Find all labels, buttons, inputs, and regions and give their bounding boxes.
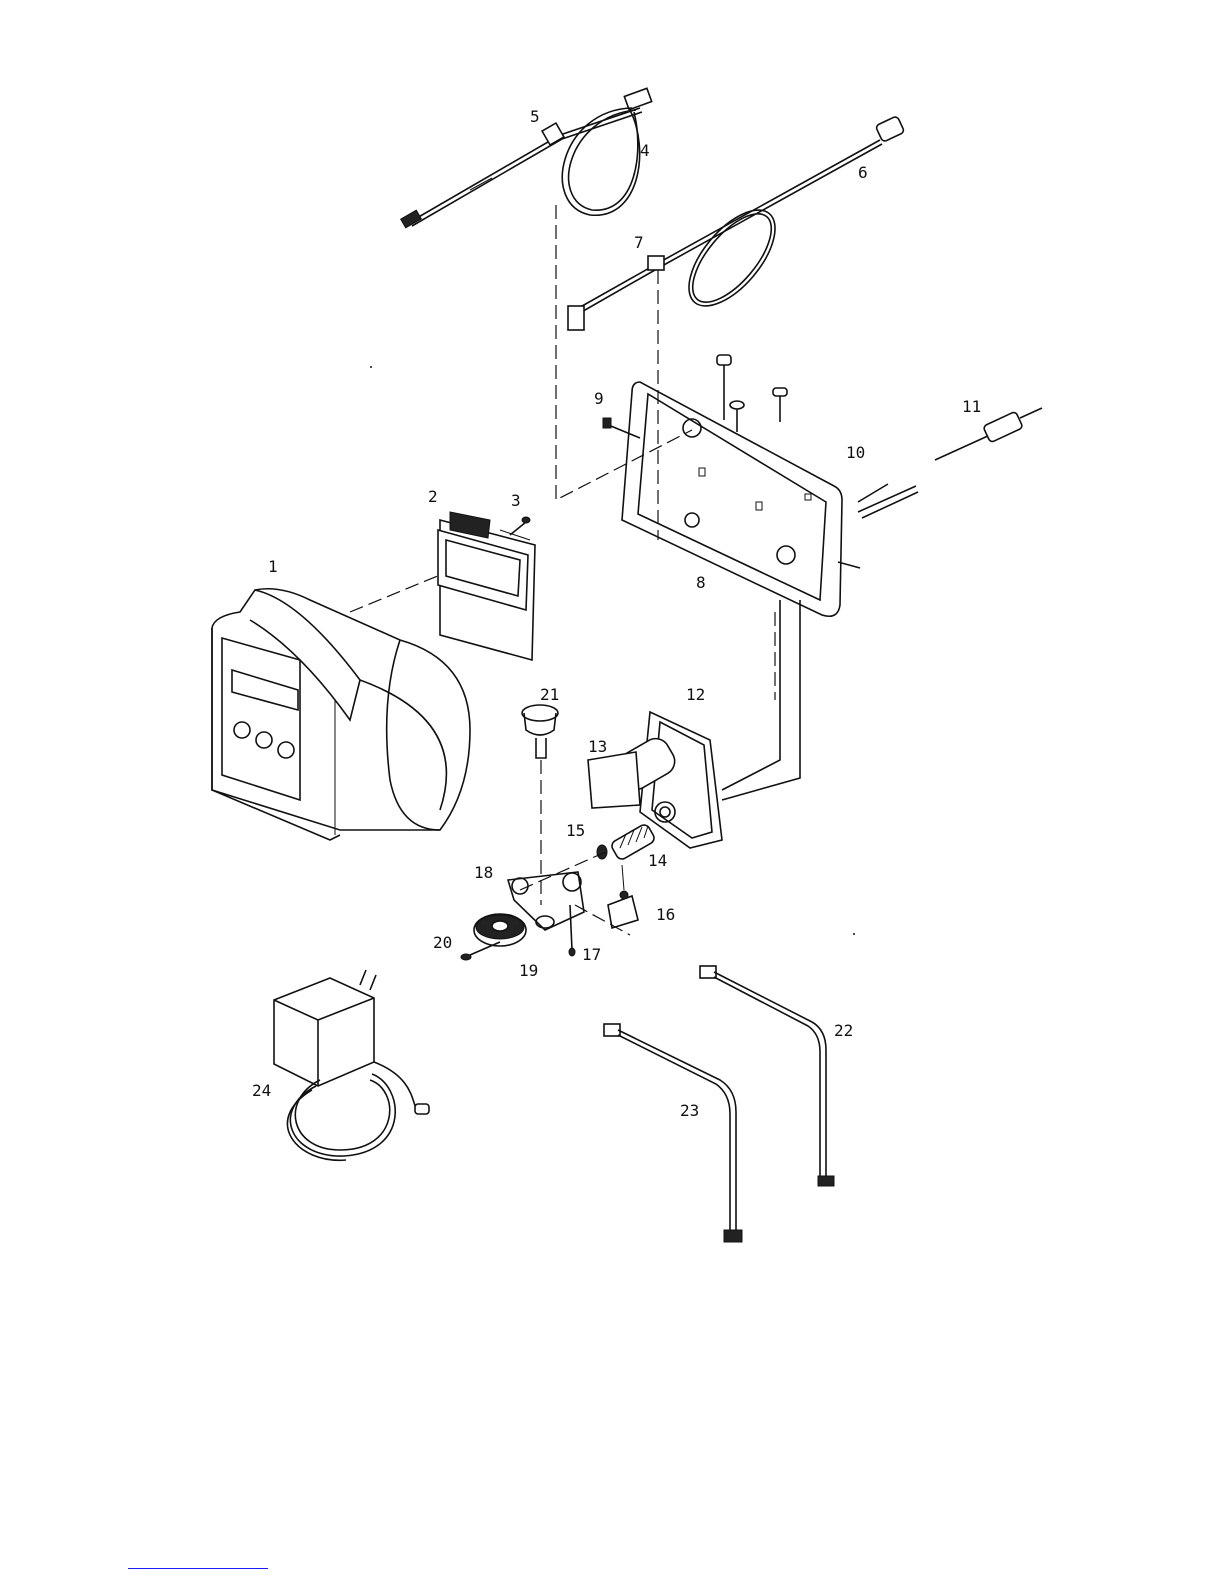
callout-2: 2	[428, 487, 438, 506]
callout-4: 4	[640, 141, 650, 160]
callout-13: 13	[588, 737, 607, 756]
callout-8: 8	[696, 573, 706, 592]
callout-14: 14	[648, 851, 667, 870]
part-19-drive-gear	[461, 914, 526, 960]
callout-1: 1	[268, 557, 278, 576]
part-10-back-plate	[622, 355, 918, 616]
callout-24: 24	[252, 1081, 271, 1100]
callout-7: 7	[634, 233, 644, 252]
callout-11: 11	[962, 397, 981, 416]
callout-18: 18	[474, 863, 493, 882]
callout-9: 9	[594, 389, 604, 408]
part-16-switch	[608, 865, 638, 928]
part-4-5-cable	[401, 88, 652, 228]
part-18-bracket	[508, 872, 584, 956]
part-24-transformer	[274, 970, 429, 1160]
callout-21: 21	[540, 685, 559, 704]
part-21-cam	[522, 705, 558, 758]
callout-17: 17	[582, 945, 601, 964]
callout-5: 5	[530, 107, 540, 126]
callout-15: 15	[566, 821, 585, 840]
speck	[370, 366, 372, 368]
callout-19: 19	[519, 961, 538, 980]
part-23-harness	[604, 1024, 742, 1242]
part-1-front-cover	[212, 589, 470, 840]
part-22-harness	[700, 966, 834, 1186]
callout-labels: 1 2 3 4 5 6 7 8 9 10 11 12 13 14 15 16 1…	[252, 107, 981, 1120]
callout-10: 10	[846, 443, 865, 462]
callout-22: 22	[834, 1021, 853, 1040]
part-6-7-cable	[568, 116, 905, 330]
callout-3: 3	[511, 491, 521, 510]
callout-12: 12	[686, 685, 705, 704]
part-11-connector	[935, 408, 1042, 460]
speck	[853, 933, 855, 935]
callout-6: 6	[858, 163, 868, 182]
part-2-circuit-board	[438, 512, 535, 660]
callout-16: 16	[656, 905, 675, 924]
footer-link-underline[interactable]	[128, 1568, 268, 1569]
callout-20: 20	[433, 933, 452, 952]
part-12-motor-housing	[588, 600, 800, 848]
callout-23: 23	[680, 1101, 699, 1120]
